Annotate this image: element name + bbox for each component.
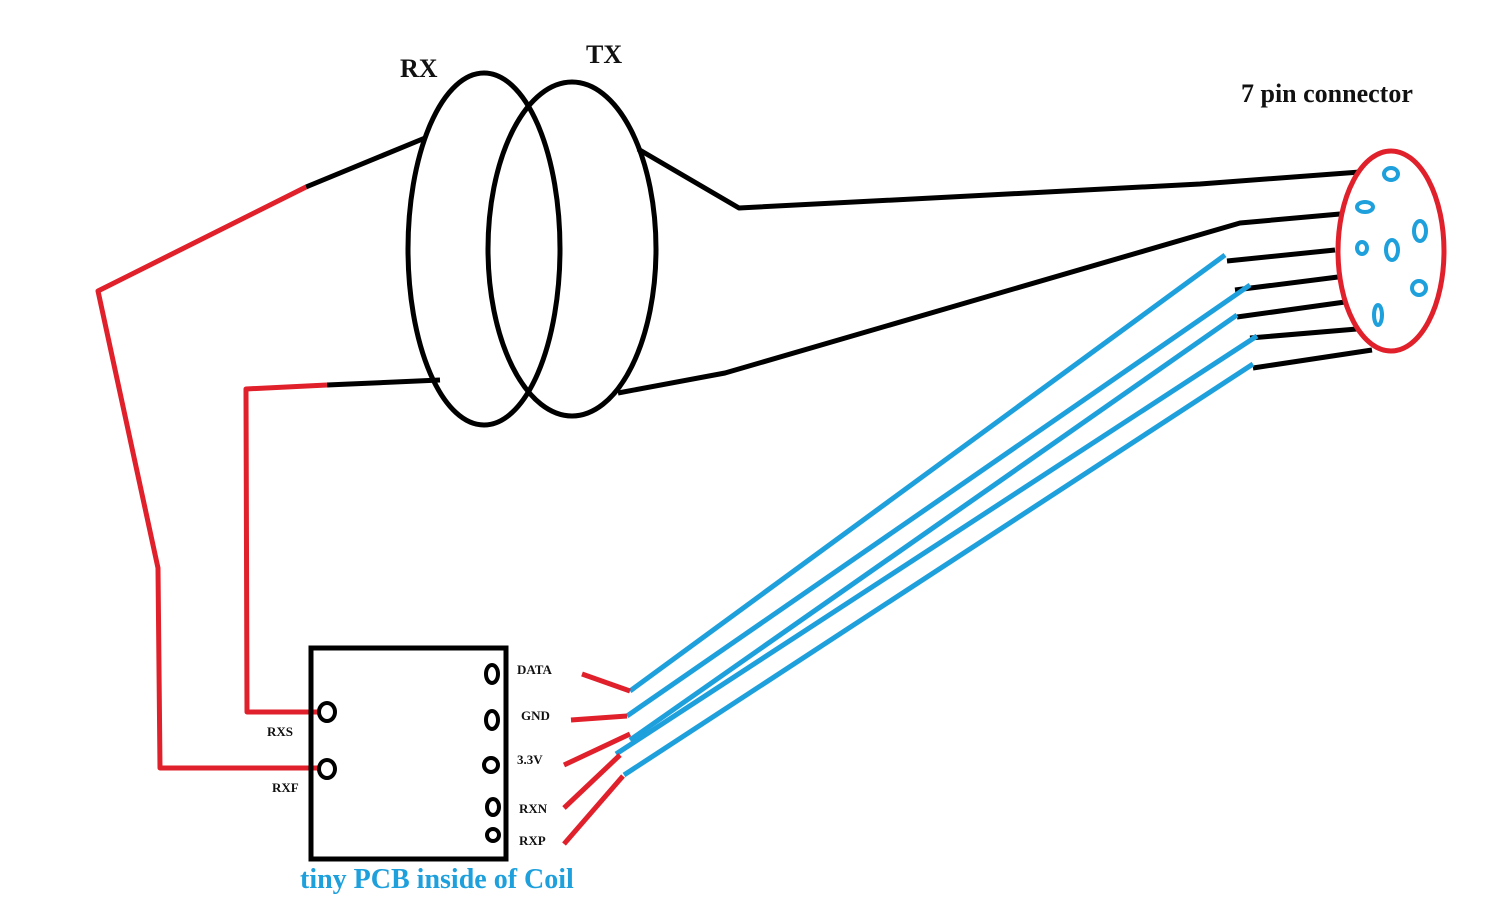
pcb-label-data: DATA [517,662,553,677]
blue-wire-rxp [622,361,1255,778]
connector-stub-4 [1234,274,1339,293]
red-pigtail-data [581,671,631,694]
rx-coil [405,70,563,428]
tx-lead-top [636,146,1361,211]
blue-wire-3v3 [628,312,1239,743]
pcb-label-rxf: RXF [272,780,299,795]
connector-pin-6 [1410,279,1428,297]
connector-pin-5 [1384,238,1400,262]
pcb-pin-rxn [485,797,501,817]
red-pigtail-rxn [562,753,622,810]
red-pigtail-gnd [570,713,628,723]
connector-pin-1 [1382,166,1400,182]
connector-pin-4 [1355,240,1369,256]
connector-pin-3 [1412,219,1428,243]
rx-lead-top-black [305,135,426,190]
pcb-pin-gnd [484,709,500,731]
pcb-pin-rxp [485,827,501,843]
pcb-label-gnd: GND [521,708,550,723]
tx-coil-label: TX [586,40,622,69]
pcb-label-3v3: 3.3V [517,752,543,767]
rx-lead-top-red [95,184,320,771]
red-pigtail-3v3 [562,731,632,768]
pcb-board [308,645,509,862]
pcb-label-rxs: RXS [267,724,293,739]
pcb-pin-data [484,663,500,685]
blue-wire-data [628,252,1227,694]
connector-outline [1335,148,1447,354]
blue-wire-gnd [625,282,1252,719]
pcb-pin-rxs [317,701,337,723]
pcb-pin-3v3 [482,756,500,774]
connector-stub-7 [1252,347,1373,371]
pcb-caption: tiny PCB inside of Coil [300,864,574,895]
rx-lead-bottom-red [243,382,328,715]
rx-coil-label: RX [400,54,438,83]
connector-stub-6 [1249,326,1358,341]
pcb-label-rxp: RXP [519,833,546,848]
blue-wire-rxn [614,333,1259,757]
tx-coil [485,79,659,419]
connector-stub-3 [1226,247,1336,264]
connector-pin-2 [1355,200,1375,214]
red-pigtail-rxp [562,774,625,846]
pcb-pin-rxf [317,758,337,780]
rx-lead-bottom-black [326,377,441,388]
pcb-label-rxn: RXN [519,801,548,816]
connector-label: 7 pin connector [1241,79,1413,108]
connector-pin-7 [1372,303,1384,327]
connector-stub-5 [1236,299,1346,320]
tx-lead-bottom [617,211,1341,396]
